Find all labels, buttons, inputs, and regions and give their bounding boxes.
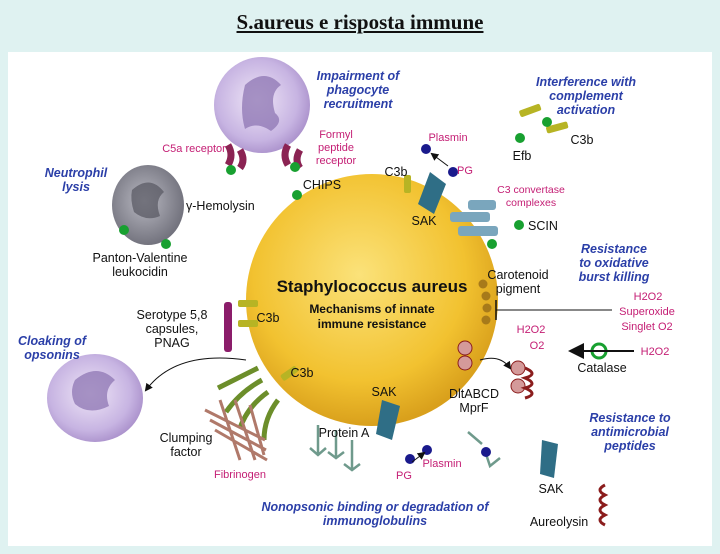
label-plasmin-top: Plasmin (428, 132, 467, 144)
c3b-fragments (238, 103, 569, 381)
capsule-bar (224, 302, 232, 352)
label-pvl-2: leukocidin (112, 265, 168, 279)
neutrophil-top (214, 57, 310, 175)
label-c3-convertase-2: complexes (506, 197, 556, 209)
heading-impairment-2: phagocyte (326, 83, 390, 97)
heading-antimicrobial-1: Resistance to (589, 411, 671, 425)
bacterium-cell (246, 174, 498, 426)
neutrophil-lysed (112, 165, 184, 249)
green-dots (292, 117, 552, 200)
sak-top-shape (418, 172, 446, 214)
label-c3b-bottom: C3b (291, 366, 314, 380)
label-c3-convertase-1: C3 convertase (497, 184, 565, 196)
heading-impairment-3: recruitment (324, 97, 394, 111)
label-catalase: Catalase (577, 361, 626, 375)
heading-interference-1: Interference with (536, 75, 636, 89)
heading-nonopsonic-1: Nonopsonic binding or degradation of (261, 500, 490, 514)
label-pg-top: PG (457, 165, 473, 177)
heading-antimicrobial-2: antimicrobial (591, 425, 669, 439)
label-aureolysin: Aureolysin (530, 515, 588, 529)
label-chips: CHIPS (303, 178, 341, 192)
label-formyl-3: receptor (316, 155, 357, 167)
label-pg-bottom: PG (396, 470, 412, 482)
neutrophil-cloaking (47, 354, 143, 442)
label-singlet: Singlet O2 (621, 321, 672, 333)
heading-nonopsonic-2: immunoglobulins (323, 514, 427, 528)
fibrinogen-mesh (204, 399, 268, 462)
label-plasmin-bottom: Plasmin (422, 458, 461, 470)
label-carotenoid-2: pigment (496, 282, 541, 296)
label-h2o2-mid: H2O2 (517, 324, 546, 336)
label-serotype-1: Serotype 5,8 (137, 308, 208, 322)
heading-impairment-1: Impairment of (317, 69, 401, 83)
label-sak-top: SAK (411, 214, 437, 228)
carotenoid-beads (478, 279, 492, 325)
heading-antimicrobial-3: peptides (603, 439, 655, 453)
heading-oxidative-3: burst killing (579, 270, 650, 284)
label-serotype-2: capsules, (146, 322, 199, 336)
label-dltabcd: DltABCD (449, 387, 499, 401)
center-subtitle-2: immune resistance (318, 317, 427, 331)
slide-title: S.aureus e risposta immune (236, 10, 484, 34)
convertase-complex (450, 200, 524, 249)
label-carotenoid-1: Carotenoid (487, 268, 548, 282)
label-sak-bottom: SAK (371, 385, 397, 399)
heading-neutrophil-2: lysis (62, 180, 90, 194)
label-c5a-receptor: C5a receptor (162, 143, 226, 155)
center-title: Staphylococcus aureus (277, 277, 468, 296)
label-sak-right: SAK (538, 482, 564, 496)
label-h2o2-catalase: H2O2 (641, 346, 670, 358)
label-mprf: MprF (459, 401, 489, 415)
label-superoxide: Superoxide (619, 306, 675, 318)
heading-cloaking-2: opsonins (24, 348, 80, 362)
label-formyl-1: Formyl (319, 129, 353, 141)
label-o2-mid: O2 (530, 340, 545, 352)
label-c3b-top: C3b (385, 165, 408, 179)
label-fibrinogen: Fibrinogen (214, 469, 266, 481)
label-c3b-left: C3b (257, 311, 280, 325)
label-pvl-1: Panton-Valentine (93, 251, 188, 265)
heading-oxidative-1: Resistance (581, 242, 647, 256)
heading-oxidative-2: to oxidative (579, 256, 649, 270)
sak-bottom-shape (376, 400, 400, 440)
protein-a-antibodies (309, 425, 501, 472)
label-serotype-3: PNAG (154, 336, 189, 350)
label-clumping-2: factor (170, 445, 201, 459)
heading-neutrophil-1: Neutrophil (45, 166, 108, 180)
heading-interference-3: activation (557, 103, 616, 117)
label-h2o2-right: H2O2 (634, 291, 663, 303)
center-subtitle-1: Mechanisms of innate (309, 302, 435, 316)
label-efb: Efb (513, 149, 532, 163)
label-formyl-2: peptide (318, 142, 354, 154)
label-c3b-right: C3b (571, 133, 594, 147)
label-gamma-hemolysin: γ-Hemolysin (186, 199, 255, 213)
heading-interference-2: complement (549, 89, 623, 103)
label-scin: SCIN (528, 219, 558, 233)
heading-cloaking-1: Cloaking of (18, 334, 88, 348)
cloaking-arrow (144, 357, 247, 392)
label-protein-a: Protein A (319, 426, 370, 440)
label-clumping-1: Clumping (160, 431, 213, 445)
sak-right-shape (540, 440, 558, 478)
positive-charges (457, 340, 526, 394)
